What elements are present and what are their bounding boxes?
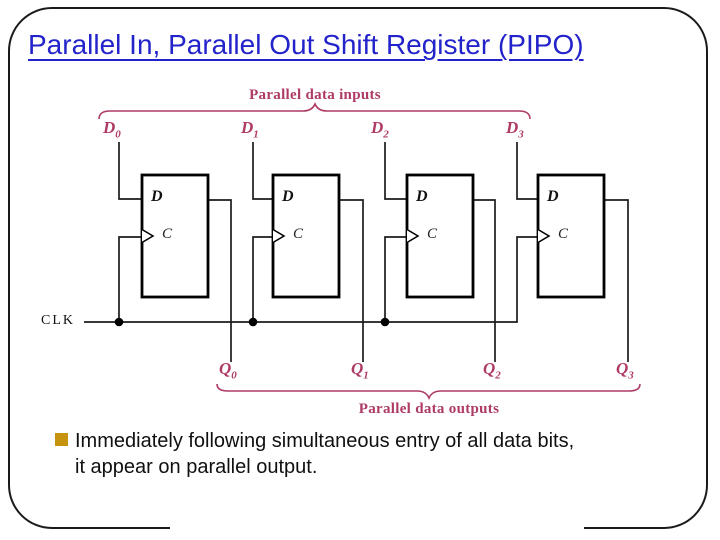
flipflop-box-3: [405, 173, 475, 299]
wire-clk-bus: [84, 236, 538, 323]
wire-q1-out: [339, 199, 364, 362]
bullet-text-line2: it appear on parallel output.: [75, 456, 318, 478]
input-label-d2-sub: 2: [383, 128, 389, 141]
ff2-c-pin-label: C: [293, 226, 304, 242]
clock-edge-triangle-4: [537, 228, 551, 244]
output-label-q3-sub: 3: [628, 369, 634, 382]
clk-junction-dot-1: [114, 317, 124, 327]
output-label-q2-sub: 2: [495, 369, 501, 382]
output-label-q1-base: Q: [351, 359, 364, 378]
inputs-caption: Parallel data inputs: [249, 87, 381, 103]
wire-q2-out: [473, 199, 496, 362]
clock-edge-triangle-3: [406, 228, 420, 244]
wire-q3-out: [604, 199, 629, 362]
input-label-d3-base: D: [506, 118, 519, 137]
input-label-d1-sub: 1: [253, 128, 259, 141]
input-label-d3-sub: 3: [518, 128, 524, 141]
output-label-q0-base: Q: [219, 359, 232, 378]
page-title: Parallel In, Parallel Out Shift Register…: [28, 29, 584, 60]
ff3-d-pin-label: D: [416, 188, 428, 205]
ff4-c-pin-label: C: [558, 226, 569, 242]
wire-clk-ff2: [252, 236, 273, 322]
wire-clk-ff1: [118, 236, 142, 322]
wire-d3-feed: [516, 142, 538, 200]
wire-d1-feed: [252, 142, 273, 200]
output-brace: [216, 383, 641, 401]
ff1-c-pin-label: C: [162, 226, 173, 242]
wire-d0-feed: [118, 142, 142, 200]
slide-border-bottom-gap: [170, 522, 584, 538]
ff2-d-pin-label: D: [282, 188, 294, 205]
output-label-q2-base: Q: [483, 359, 496, 378]
output-label-q0: Q0: [219, 359, 237, 381]
input-label-d1-base: D: [241, 118, 254, 137]
output-label-q2: Q2: [483, 359, 501, 381]
input-label-d1: D1: [241, 118, 259, 140]
clock-edge-triangle-2: [272, 228, 286, 244]
output-label-q3-base: Q: [616, 359, 629, 378]
clk-junction-dot-2: [248, 317, 258, 327]
bullet-text-line1: Immediately following simultaneous entry…: [75, 430, 575, 452]
bullet-text: Immediately following simultaneous entry…: [75, 428, 685, 480]
input-brace: [98, 101, 531, 120]
input-label-d0: D0: [103, 118, 121, 140]
input-label-d2-base: D: [371, 118, 384, 137]
clk-junction-dot-3: [380, 317, 390, 327]
wire-clk-ff3: [384, 236, 407, 322]
wire-q0-out: [208, 199, 232, 362]
input-label-d3: D3: [506, 118, 524, 140]
ff3-c-pin-label: C: [427, 226, 438, 242]
ff4-d-pin-label: D: [547, 188, 559, 205]
input-label-d0-base: D: [103, 118, 116, 137]
clock-edge-triangle-1: [141, 228, 155, 244]
bullet-marker: [55, 433, 68, 446]
outputs-caption: Parallel data outputs: [358, 401, 500, 417]
output-label-q1-sub: 1: [363, 369, 369, 382]
wire-d2-feed: [384, 142, 407, 200]
ff1-d-pin-label: D: [151, 188, 163, 205]
input-label-d2: D2: [371, 118, 389, 140]
output-label-q1: Q1: [351, 359, 369, 381]
clk-label: CLK: [41, 313, 75, 328]
output-label-q0-sub: 0: [231, 369, 237, 382]
input-label-d0-sub: 0: [115, 128, 121, 141]
output-label-q3: Q3: [616, 359, 634, 381]
